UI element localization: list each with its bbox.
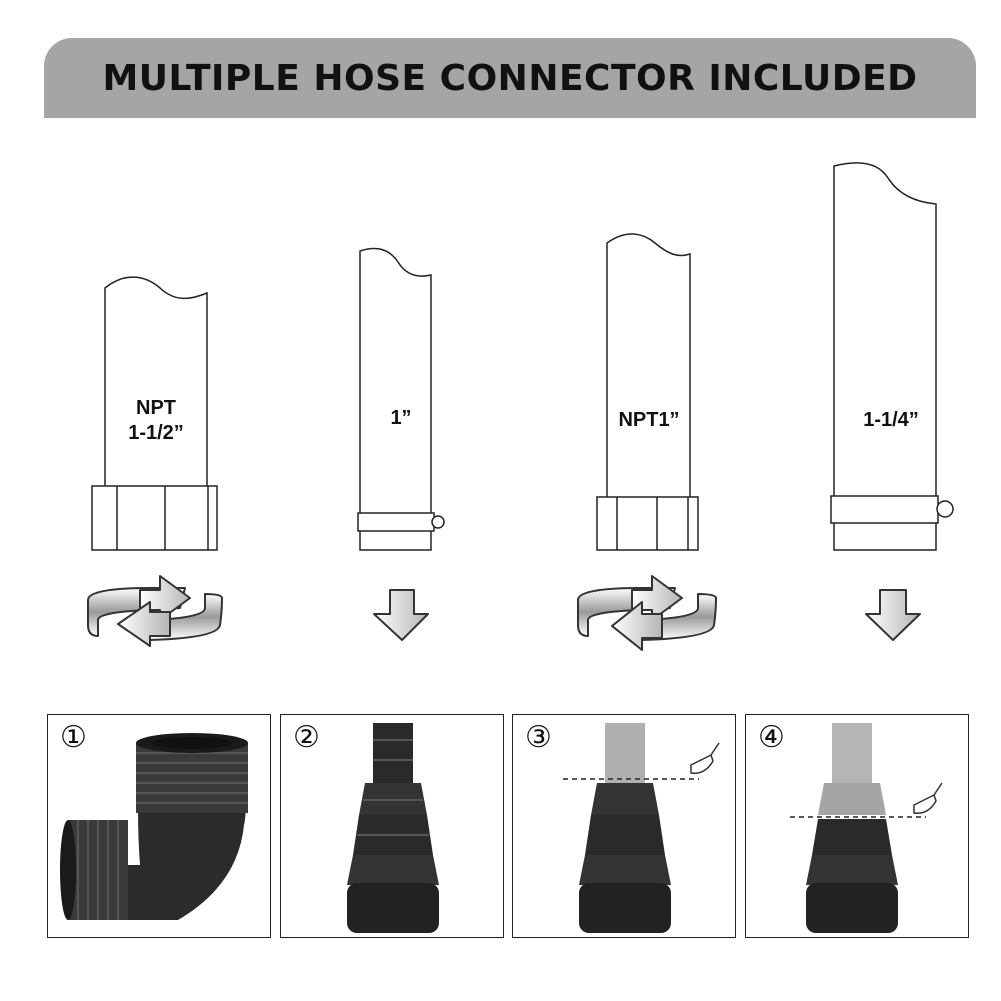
title-banner: MULTIPLE HOSE CONNECTOR INCLUDED	[44, 38, 976, 118]
hose-diagram	[87, 162, 954, 651]
hose-2-label: 1”	[390, 407, 412, 429]
panel-4-number: ④	[758, 720, 785, 755]
hose-1-label: NPT 1-1/2”	[128, 397, 184, 444]
panel-2: ②	[280, 714, 504, 938]
panel-1-number: ①	[60, 720, 87, 755]
hose-4	[830, 162, 954, 551]
knife-icon	[690, 742, 720, 774]
knife-icon	[913, 782, 943, 814]
cut-adapter-icon	[790, 723, 943, 933]
panel-3: ③	[512, 714, 736, 938]
hose-1	[91, 276, 218, 551]
stepped-adapter-icon	[347, 723, 439, 933]
hose-3-label: NPT1”	[618, 409, 680, 431]
elbow-fitting-icon	[60, 733, 248, 920]
hose-3	[596, 233, 699, 551]
down-arrow-icon	[865, 589, 921, 641]
cut-adapter-icon	[563, 723, 720, 933]
panel-1: ①	[47, 714, 271, 938]
rotate-arrow-icon	[87, 575, 223, 647]
panel-3-number: ③	[525, 720, 552, 755]
rotate-arrow-icon	[577, 575, 717, 651]
panel-2-number: ②	[293, 720, 320, 755]
down-arrow-icon	[373, 589, 429, 641]
banner-title: MULTIPLE HOSE CONNECTOR INCLUDED	[102, 57, 918, 99]
hose-2	[357, 247, 445, 551]
panel-4: ④	[745, 714, 969, 938]
hose-4-label: 1-1/4”	[863, 409, 919, 431]
